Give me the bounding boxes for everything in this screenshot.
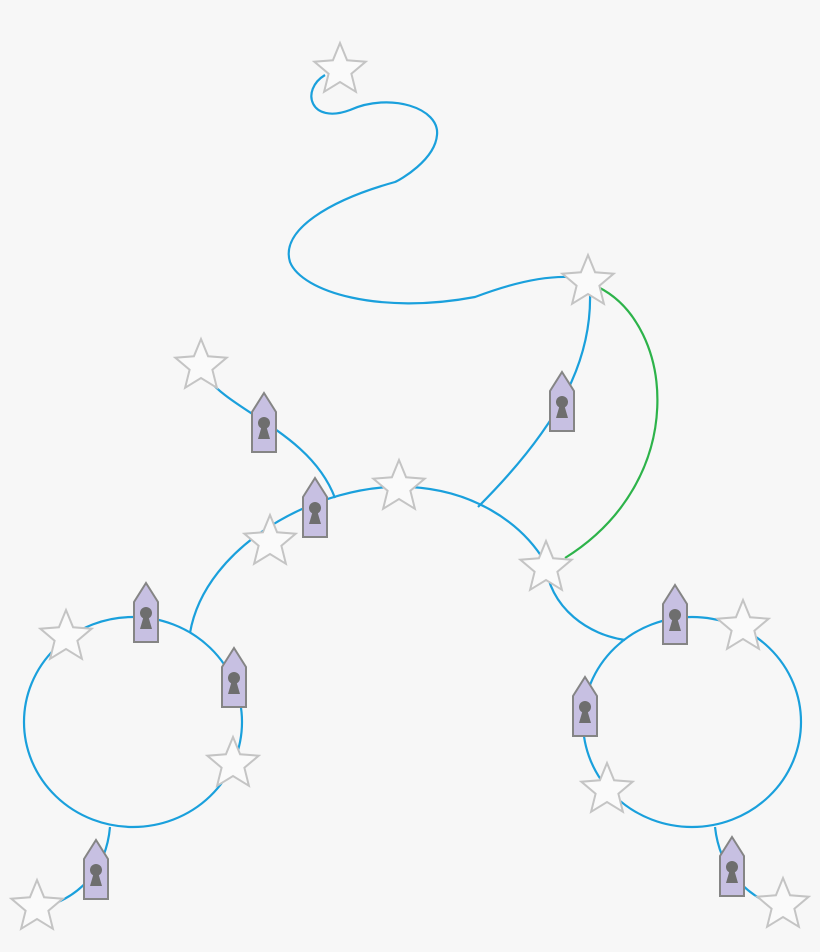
star-icon[interactable] (37, 607, 95, 661)
keyhole-top (579, 701, 591, 713)
keyhole-top (258, 417, 270, 429)
star-icon[interactable] (241, 512, 299, 566)
keyhole-icon (90, 874, 102, 886)
lock-icon[interactable] (221, 646, 247, 708)
path-secret (564, 286, 659, 559)
keyhole-icon (228, 682, 240, 694)
keyhole-icon (258, 427, 270, 439)
keyhole-icon (726, 871, 738, 883)
map-paths (22, 74, 803, 908)
keyhole-top (309, 502, 321, 514)
star-icon[interactable] (559, 252, 617, 306)
star-icon[interactable] (8, 877, 66, 931)
star-icon[interactable] (714, 597, 772, 651)
star-icon[interactable] (204, 734, 262, 788)
lock-icon[interactable] (719, 835, 745, 897)
keyhole-icon (556, 406, 568, 418)
keyhole-icon (669, 619, 681, 631)
star-icon[interactable] (311, 40, 369, 94)
lock-icon[interactable] (251, 391, 277, 453)
star-icon[interactable] (370, 457, 428, 511)
lock-icon[interactable] (572, 675, 598, 737)
star-icon[interactable] (172, 336, 230, 390)
path-arch (188, 485, 626, 642)
path-top-winding (287, 74, 591, 305)
keyhole-icon (140, 617, 152, 629)
keyhole-top (228, 672, 240, 684)
keyhole-icon (579, 711, 591, 723)
keyhole-icon (309, 512, 321, 524)
keyhole-top (140, 607, 152, 619)
lock-icon[interactable] (549, 370, 575, 432)
lock-icon[interactable] (302, 476, 328, 538)
star-icon[interactable] (578, 760, 636, 814)
keyhole-top (90, 864, 102, 876)
lock-icon[interactable] (133, 581, 159, 643)
keyhole-top (669, 609, 681, 621)
keyhole-top (556, 396, 568, 408)
star-icon[interactable] (517, 538, 575, 592)
keyhole-top (726, 861, 738, 873)
locks-layer (83, 370, 745, 900)
lock-icon[interactable] (662, 583, 688, 645)
lock-icon[interactable] (83, 838, 109, 900)
stars-layer (8, 40, 812, 931)
star-icon[interactable] (754, 875, 812, 929)
